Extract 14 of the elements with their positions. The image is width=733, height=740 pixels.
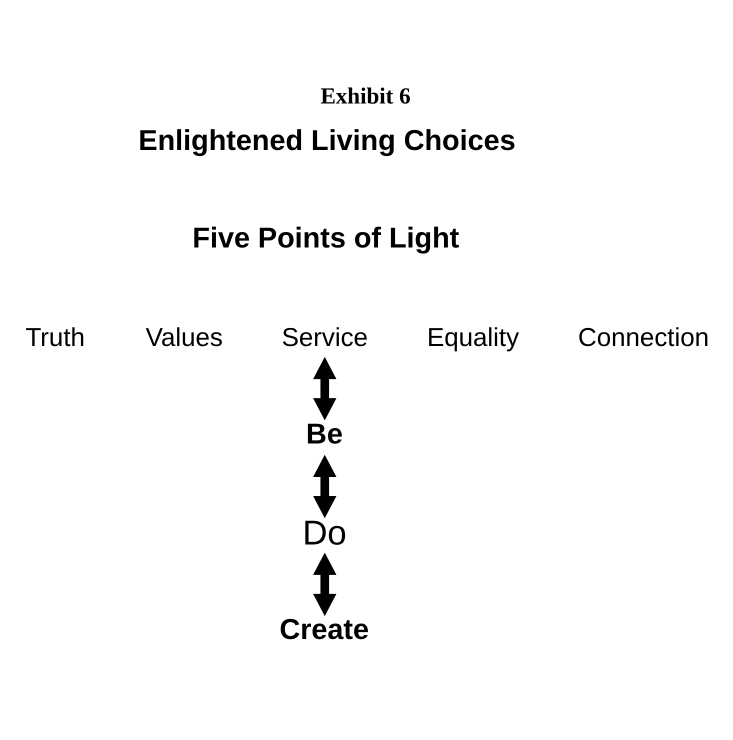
node-text: Connection [578, 324, 710, 352]
node-text: Service [282, 324, 368, 352]
node-text: Truth [25, 324, 85, 352]
arrow [313, 356, 336, 420]
label: Enlightened Living Choices [138, 124, 516, 157]
arrow [313, 454, 336, 518]
node-text: Be [306, 418, 343, 450]
label: Five Points of Light [192, 222, 460, 255]
node-text: Create [279, 614, 369, 646]
node-text: Equality [426, 324, 520, 352]
arrow [313, 552, 336, 616]
diagram-title: Exhibit 6 [320, 82, 411, 108]
node-text: Do [302, 514, 347, 552]
node-text: Values [146, 324, 223, 352]
